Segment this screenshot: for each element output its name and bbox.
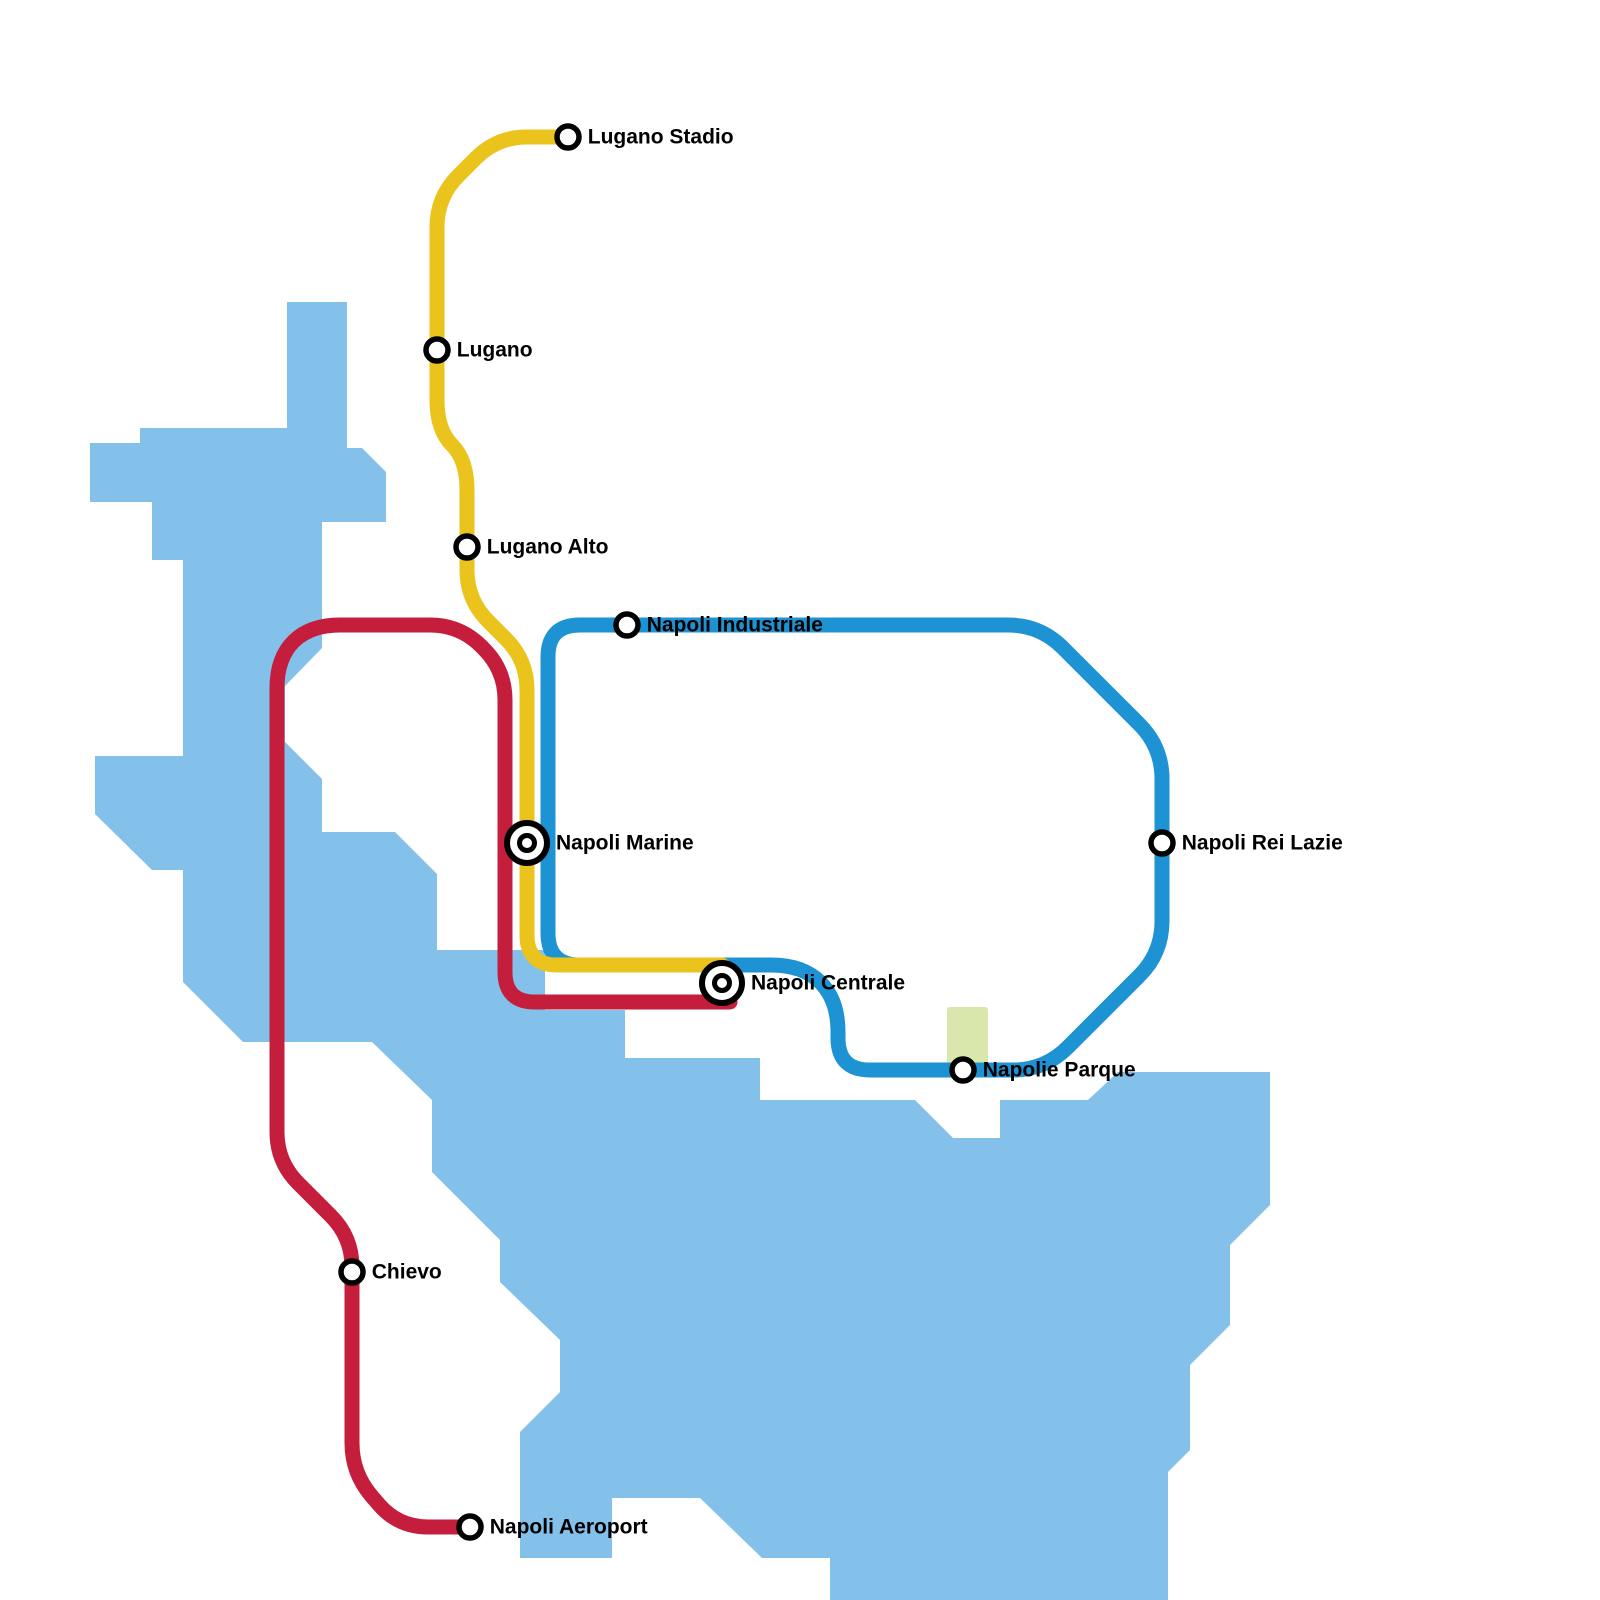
interchange-marker-inner — [712, 973, 732, 993]
station-label: Napoli Centrale — [751, 972, 905, 995]
station-napoli-aeroport: Napoli Aeroport — [456, 1513, 648, 1541]
line-yellow — [429, 129, 730, 973]
station-marker — [554, 123, 582, 151]
station-marker — [338, 1258, 366, 1286]
lake-main — [285, 832, 1270, 1600]
station-label: Lugano — [457, 339, 533, 362]
station-napoli-rei-lazie: Napoli Rei Lazie — [1148, 829, 1343, 857]
station-label: Chievo — [372, 1261, 442, 1284]
station-napoli-industriale: Napoli Industriale — [613, 611, 823, 639]
lines-layer — [269, 129, 1170, 1535]
station-napolie-parque: Napolie Parque — [949, 1056, 1136, 1084]
station-label: Napolie Parque — [983, 1059, 1136, 1082]
station-chievo: Chievo — [338, 1258, 442, 1286]
station-marker — [613, 611, 641, 639]
station-marker — [423, 336, 451, 364]
station-lugano: Lugano — [423, 336, 533, 364]
station-lugano-alto: Lugano Alto — [453, 533, 609, 561]
park-napolie-parque — [947, 1007, 988, 1070]
station-marker — [1148, 829, 1176, 857]
station-label: Napoli Industriale — [647, 614, 823, 637]
station-lugano-stadio: Lugano Stadio — [554, 123, 734, 151]
park-layer — [947, 1007, 988, 1070]
station-label: Napoli Marine — [556, 832, 694, 855]
water-layer — [90, 302, 1270, 1600]
station-napoli-marine: Napoli Marine — [504, 820, 694, 866]
station-label: Lugano Stadio — [588, 126, 734, 149]
station-marker — [456, 1513, 484, 1541]
line-blue — [540, 617, 1170, 1078]
station-label: Napoli Rei Lazie — [1182, 832, 1343, 855]
station-marker — [453, 533, 481, 561]
station-marker — [949, 1056, 977, 1084]
interchange-marker-inner — [517, 833, 537, 853]
lake-upper-west-arm — [95, 756, 242, 870]
line-red — [269, 617, 738, 1535]
lake-upper-east-notch — [322, 448, 386, 522]
station-label: Napoli Aeroport — [490, 1516, 648, 1539]
station-label: Lugano Alto — [487, 536, 609, 559]
station-napoli-centrale: Napoli Centrale — [699, 960, 905, 1006]
